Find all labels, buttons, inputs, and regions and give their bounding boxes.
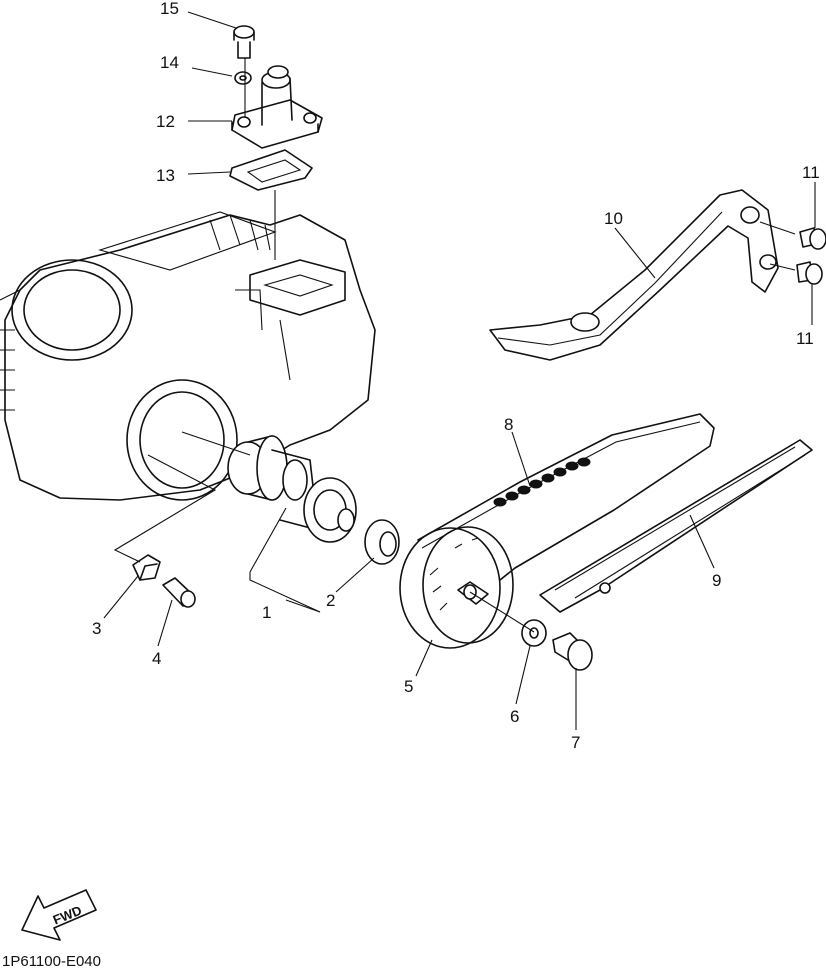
bolt-15-drawing xyxy=(233,25,255,59)
bolt-11-upper-drawing xyxy=(799,227,826,250)
washer-6-drawing xyxy=(521,619,547,647)
callout-3: 3 xyxy=(92,619,101,638)
leader-lines xyxy=(103,11,816,730)
gasket-drawing xyxy=(229,149,313,191)
callout-10: 10 xyxy=(604,209,623,228)
diagram-code: 1P61100-E040 xyxy=(2,953,101,969)
callout-2: 2 xyxy=(326,591,335,610)
cam-chain-tensioner-drawing xyxy=(231,65,323,149)
fwd-label: FWD xyxy=(51,903,84,928)
callout-12: 12 xyxy=(156,112,175,131)
callout-1: 1 xyxy=(262,603,271,622)
cam-sprocket-drawing xyxy=(399,526,514,649)
callout-11-lower: 11 xyxy=(796,329,814,348)
callout-15: 15 xyxy=(160,0,179,18)
bolt-7-drawing xyxy=(552,632,593,671)
callout-5: 5 xyxy=(404,677,413,696)
fwd-arrow: FWD xyxy=(21,889,97,941)
callout-6: 6 xyxy=(510,707,519,726)
tensioner-arm-drawing xyxy=(489,189,779,361)
callout-8: 8 xyxy=(504,415,513,434)
bolt-4-drawing xyxy=(162,577,196,608)
cam-chain-drawing xyxy=(417,413,715,581)
callout-13: 13 xyxy=(156,166,175,185)
callout-labels: 1 2 3 4 5 6 7 8 9 10 11 11 12 13 14 15 xyxy=(92,0,820,752)
bearing-ring-drawing xyxy=(364,519,400,565)
callout-14: 14 xyxy=(160,53,179,72)
callout-7: 7 xyxy=(571,733,580,752)
washer-14-drawing xyxy=(234,71,252,85)
callout-9: 9 xyxy=(712,571,721,590)
bolt-11-lower-drawing xyxy=(796,261,823,285)
stopper-plate-drawing xyxy=(132,554,161,581)
cylinder-head-drawing xyxy=(0,211,376,501)
callout-4: 4 xyxy=(152,649,161,668)
chain-guide-drawing xyxy=(539,439,813,613)
callout-11-upper: 11 xyxy=(802,163,820,182)
camshaft-drawing xyxy=(227,435,357,543)
